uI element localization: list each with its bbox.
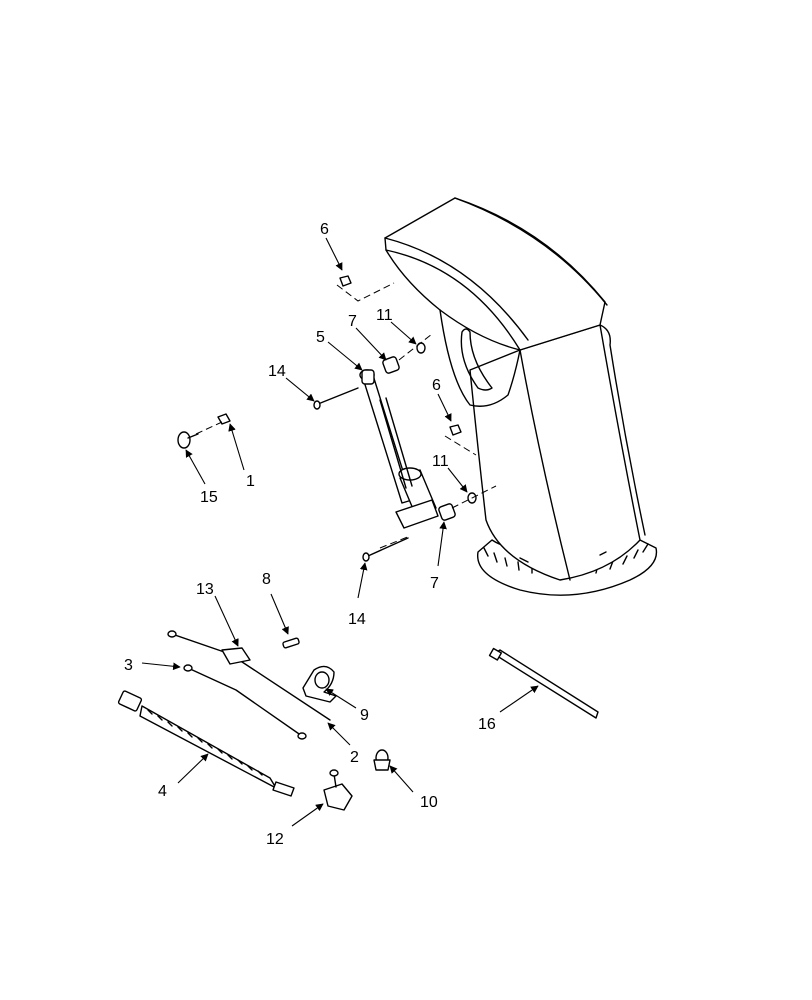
linear-actuator: [359, 369, 439, 529]
callout-11-upper: 11: [376, 307, 393, 324]
callout-1: 1: [246, 473, 255, 490]
callout-4: 4: [158, 783, 167, 800]
callout-16: 16: [478, 716, 496, 733]
callout-9: 9: [360, 707, 369, 724]
callout-8: 8: [262, 571, 271, 588]
callout-14-upper: 14: [268, 363, 286, 380]
assembly-dashed-lines: [195, 282, 497, 549]
callout-11-lower: 11: [432, 453, 449, 470]
callout-5: 5: [316, 329, 325, 346]
discharge-chute: [384, 197, 658, 596]
callout-2: 2: [350, 749, 359, 766]
callout-12: 12: [266, 831, 284, 848]
hardware-parts: [177, 275, 477, 649]
callout-6-upper: 6: [320, 221, 329, 238]
wiring-parts: [117, 630, 599, 811]
leader-lines: [141, 237, 539, 827]
callout-labels: 6 5 7 11 14 6 11 1 15 7 14 8 13 3 9 16 2…: [124, 221, 496, 848]
callout-6-lower: 6: [432, 377, 441, 394]
callout-3: 3: [124, 657, 133, 674]
callout-15: 15: [200, 489, 218, 506]
callout-14-lower: 14: [348, 611, 366, 628]
callout-7-upper: 7: [348, 313, 357, 330]
callout-7-lower: 7: [430, 575, 439, 592]
callout-10: 10: [420, 794, 438, 811]
callout-13: 13: [196, 581, 214, 598]
